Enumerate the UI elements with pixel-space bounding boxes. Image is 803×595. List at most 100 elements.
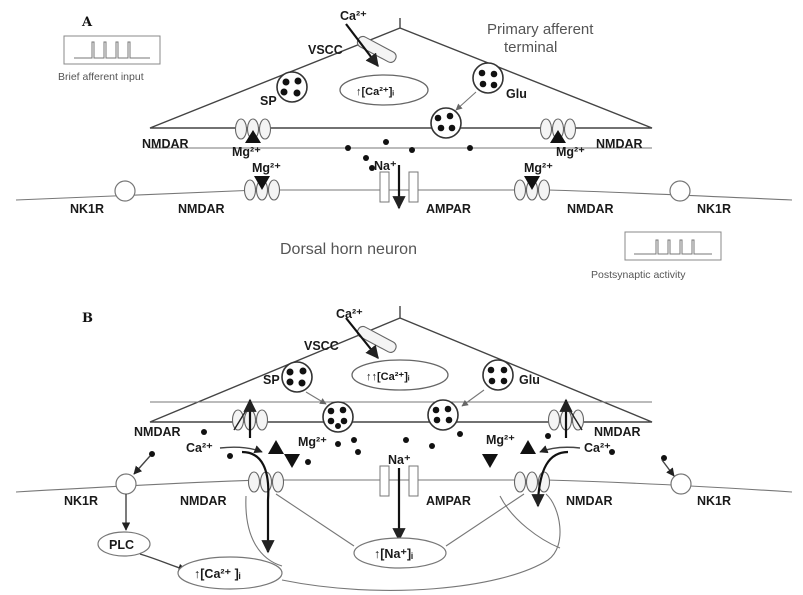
- panel-a-glu-vesicle: [472, 62, 504, 94]
- panel-b-ca-internal-oval: [351, 359, 449, 391]
- panel-a-sp-vesicle: [276, 71, 308, 103]
- panel-b-ca-right-label: Ca²⁺: [584, 441, 611, 455]
- panel-b-feedback-ca-loop: [245, 495, 283, 567]
- panel-a-nmdar-left-channel: [234, 118, 272, 143]
- panel-b-nmdar-left-channel: [231, 398, 269, 438]
- panel-a-nmdar-left-label: NMDAR: [142, 137, 189, 151]
- panel-b-postsynaptic-membrane: [15, 479, 793, 493]
- panel-a-docked-vesicle: [430, 107, 462, 139]
- panel-b-nk1r-left-receptor: [115, 473, 137, 495]
- panel-a-letter: A: [81, 15, 93, 30]
- panel-b-plc-oval: [97, 531, 151, 557]
- panel-b-nk1r-right-receptor: [670, 473, 692, 495]
- panel-b-ca-post-left-arrow: [241, 450, 275, 554]
- panel-a-ca-internal-oval: [339, 74, 429, 106]
- panel-a-sp-label: SP: [260, 94, 277, 108]
- panel-b-sp-label: SP: [263, 373, 280, 387]
- panel-b-ca-left-arrow: [219, 445, 263, 454]
- panel-b-ca-post-right-arrow: [531, 450, 569, 508]
- panel-a-mg-post-right-label: Mg²⁺: [524, 161, 553, 175]
- panel-a-nmdar-right-label: NMDAR: [596, 137, 643, 151]
- panel-b-feedback-na-loop: [499, 495, 561, 549]
- panel-b-mg-right-label: Mg²⁺: [486, 433, 515, 447]
- panel-b-nk1r-left-label: NK1R: [64, 494, 98, 508]
- panel-b-ca-left-label: Ca²⁺: [186, 441, 213, 455]
- panel-a-nk1r-left-receptor: [114, 180, 136, 202]
- panel-a-glutamate-dots: [345, 139, 473, 171]
- panel-a-mg-post-left-label: Mg²⁺: [252, 161, 281, 175]
- panel-b-ca-post-oval: [177, 556, 283, 590]
- panel-a-nk1r-right-label: NK1R: [697, 202, 731, 216]
- panel-b-na-post-label: ↑[Na⁺]ᵢ: [374, 547, 413, 561]
- panel-b-feedback-outer-loop: [281, 493, 561, 591]
- panel-a-ampar-channel: [379, 171, 419, 203]
- panel-b-nk1r-right-label: NK1R: [697, 494, 731, 508]
- panel-b-transmitter-dots: [149, 429, 667, 465]
- panel-b-plc-to-ca-arrow: [139, 553, 187, 572]
- panel-b-nmdar-right-channel: [547, 398, 585, 438]
- panel-b-mg-left-block: [268, 440, 284, 454]
- panel-b-ca-internal-label: ↑↑[Ca²⁺]ᵢ: [366, 371, 410, 383]
- panel-b-nmdar-left-label: NMDAR: [134, 425, 181, 439]
- brief-afferent-input-trace: [63, 35, 161, 65]
- panel-a-mg-left-label: Mg²⁺: [232, 145, 261, 159]
- panel-b-feedback-left: [275, 493, 355, 547]
- panel-b-feedback-right: [445, 493, 525, 547]
- panel-a-ca-ion-label: Ca²⁺: [340, 9, 367, 23]
- panel-b-vscc-label: VSCC: [304, 339, 339, 353]
- panel-b-ca-post-label: ↑[Ca²⁺ ]ᵢ: [194, 567, 241, 581]
- panel-a-nmdar-post-left-label: NMDAR: [178, 202, 225, 216]
- panel-a-nk1r-left-label: NK1R: [70, 202, 104, 216]
- panel-b-na-post-oval: [353, 537, 447, 569]
- panel-b-nmdar-post-left-label: NMDAR: [180, 494, 227, 508]
- panel-b-sp-to-nk1r-left-arrow: [133, 455, 151, 475]
- panel-a: A Primary afferent terminal Brief affere…: [15, 9, 793, 281]
- brief-afferent-input-label: Brief afferent input: [58, 71, 144, 83]
- panel-b-glu-vesicle: [482, 359, 514, 391]
- panel-a-glu-label: Glu: [506, 87, 527, 101]
- panel-b-ca-influx-arrow: [345, 317, 379, 360]
- dorsal-horn-neuron-label: Dorsal horn neuron: [280, 241, 417, 258]
- panel-b-mg-left-label: Mg²⁺: [298, 435, 327, 449]
- postsynaptic-activity-label: Postsynaptic activity: [591, 269, 686, 281]
- panel-a-nmdar-post-right-label: NMDAR: [567, 202, 614, 216]
- panel-a-ampar-label: AMPAR: [426, 202, 471, 216]
- panel-a-terminal-label-line2: terminal: [504, 39, 557, 56]
- panel-a-glu-release-arrow: [455, 91, 477, 111]
- panel-a-mg-right-label: Mg²⁺: [556, 145, 585, 159]
- panel-b-ca-right-arrow: [539, 445, 581, 454]
- panel-a-terminal-outline: [149, 18, 653, 129]
- panel-b-mg-right-block: [520, 440, 536, 454]
- panel-a-ca-influx-arrow: [345, 23, 379, 68]
- postsynaptic-activity-trace: [624, 231, 722, 261]
- panel-b-nmdar-post-right-channel: [513, 471, 551, 493]
- panel-b: B Ca²⁺ VSCC ↑↑[Ca²⁺]ᵢ SP Glu: [15, 306, 793, 591]
- panel-b-plc-label: PLC: [109, 538, 134, 552]
- panel-a-nmdar-post-right-channel: [513, 176, 551, 201]
- panel-b-nmdar-post-right-label: NMDAR: [566, 494, 613, 508]
- panel-b-sp-release-arrow: [305, 391, 327, 405]
- panel-b-ampar-label: AMPAR: [426, 494, 471, 508]
- panel-b-na-ion-label: Na⁺: [388, 453, 411, 467]
- panel-a-nmdar-post-left-channel: [243, 176, 281, 201]
- panel-a-vscc-channel: [356, 35, 397, 63]
- panel-b-terminal-outline: [149, 306, 653, 423]
- panel-b-ampar-channel: [379, 465, 419, 497]
- panel-b-vscc-channel: [356, 325, 397, 353]
- panel-b-sp-vesicle: [281, 361, 313, 393]
- panel-b-letter: B: [82, 311, 93, 326]
- panel-b-glu-label: Glu: [519, 373, 540, 387]
- panel-a-postsynaptic-membrane: [15, 189, 793, 201]
- panel-a-vscc-label: VSCC: [308, 43, 343, 57]
- panel-a-terminal-label-line1: Primary afferent: [487, 21, 594, 38]
- panel-b-docked-vesicle-right: [427, 399, 459, 431]
- panel-a-na-ion-label: Na⁺: [374, 159, 397, 173]
- panel-b-ca-ion-label: Ca²⁺: [336, 307, 363, 321]
- panel-b-nmdar-right-label: NMDAR: [594, 425, 641, 439]
- panel-b-glu-release-arrow: [461, 389, 485, 407]
- panel-a-ca-internal-label: ↑[Ca²⁺]ᵢ: [356, 86, 394, 98]
- panel-a-nk1r-right-receptor: [669, 180, 691, 202]
- panel-b-mg-left-expelled: [284, 454, 300, 468]
- panel-b-mg-right-expelled: [482, 454, 498, 468]
